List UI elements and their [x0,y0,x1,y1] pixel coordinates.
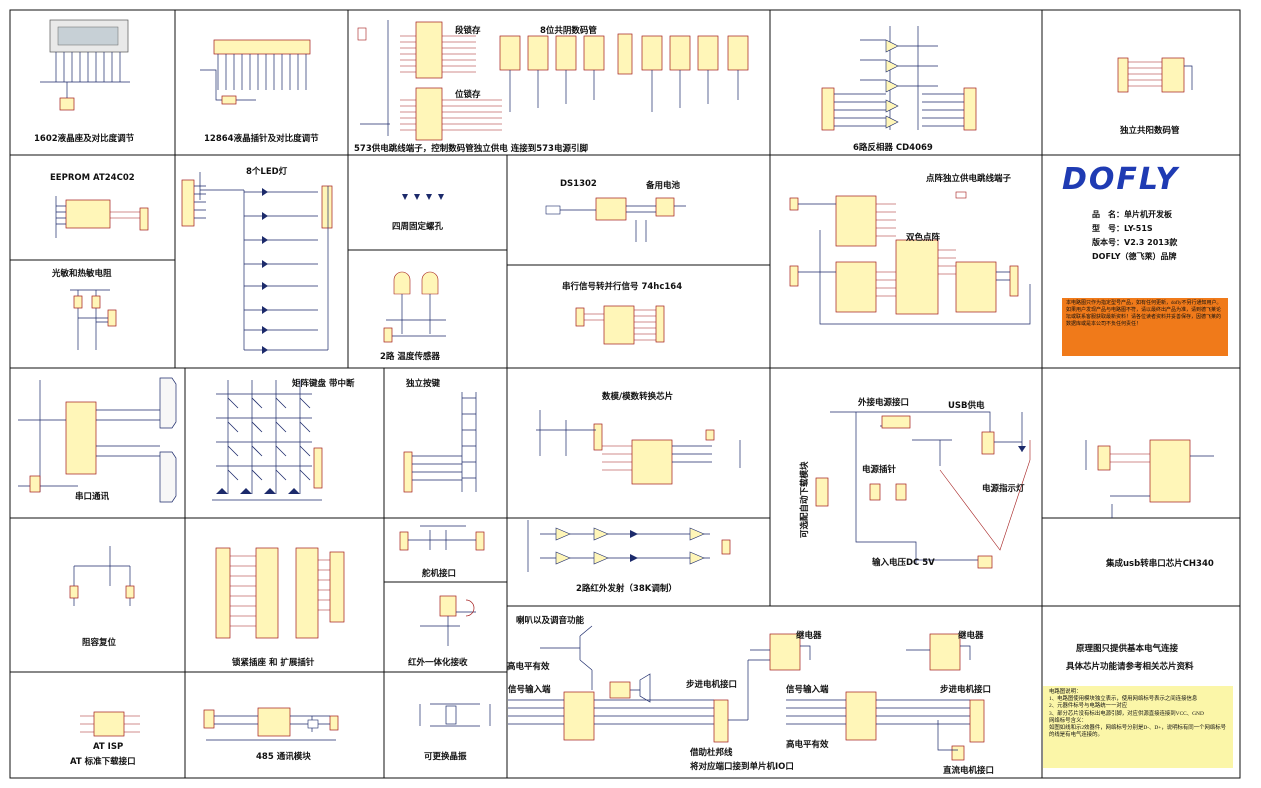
ir-send-label: 2路红外发射（38K调制） [576,584,677,594]
seg8-label: 8位共阴数码管 [540,26,597,36]
ir-recv-module [420,595,476,646]
hc573-seg-module [357,20,749,141]
ch340-label: 集成usb转串口芯片CH340 [1106,559,1214,569]
ir-send-module [527,520,731,572]
crystal-label: 可更换晶振 [424,752,467,762]
common-anode-module [1117,57,1193,93]
led8-module [181,172,333,354]
temp-sensor-label: 2路 温度传感器 [380,352,440,362]
uln2003-left [508,633,811,743]
signal-in-left: 信号输入端 [508,685,551,695]
ds1302-label: DS1302 [560,179,597,189]
indep-key-label: 独立按键 [406,379,441,389]
cd4069-label: 6路反相器 CD4069 [853,143,933,153]
relay-right: 继电器 [958,631,984,641]
update-notice: 本电路图只作为指定型号产品，如有任何更新，dofly不另行通知用户。如果用户发现… [1062,298,1228,356]
ds1302-module [545,197,686,242]
product-model: 型 号：LY-51S [1092,224,1153,233]
hc164-module [575,305,665,345]
uln2003-right [786,633,985,761]
ir-recv-label: 红外一体化接收 [408,658,468,668]
temp-sensor-module [383,271,446,343]
power-module [815,411,1031,569]
dc-input-label: 输入电压DC 5V [872,558,935,568]
photo-thermistor-label: 光敏和热敏电阻 [52,269,112,279]
power-led-label: 电源指示灯 [982,484,1025,494]
adda-module [536,410,741,485]
seg-latch-label: 段锁存 [455,26,481,36]
download-label: 可选配自动下载模块 [800,461,810,538]
buzzer-module [540,625,651,703]
dofly-logo: DOFLY [1062,162,1212,202]
rs485-label: 485 通讯模块 [256,752,311,762]
lcd1602-label: 1602液晶座及对比度调节 [34,134,135,144]
lock-socket-module [215,547,345,639]
principle-note-1: 原理图只提供基本电气连接 [1076,644,1179,654]
buzzer-label: 喇叭以及调音功能 [516,616,585,626]
principle-note-2: 具体芯片功能请参考相关芯片资料 [1066,662,1194,672]
lcd1602-module [40,19,130,111]
product-info: 品 名：单片机开发板 型 号：LY-51S 版本号：V2.3 2013款 DOF… [1092,208,1177,264]
stepper-right: 步进电机接口 [940,685,992,695]
reset-module [69,546,135,606]
digit-latch-label: 位锁存 [455,90,481,100]
crystal-module [419,703,491,727]
product-name: 品 名：单片机开发板 [1092,210,1172,219]
notes-line-1: 1、电路图使用模块独立表示，使用网络标号表示之间连接信息 [1049,696,1198,703]
dofly-logo-text: DOFLY [1062,162,1180,197]
eeprom-module [55,196,149,238]
block-grid [9,9,1241,779]
servo-label: 舵机接口 [422,569,457,579]
at-download-label: AT 标准下载接口 [70,757,136,767]
rs485-module [203,707,339,741]
dot-power-label: 点阵独立供电跳线端子 [926,174,1012,184]
at-isp-label: AT ISP [93,742,124,752]
dot-matrix-module [789,191,1031,325]
ch340-module [1085,439,1214,518]
dual-color-label: 双色点阵 [906,233,941,243]
dc-motor-label: 直流电机接口 [943,766,995,776]
circuit-notes: 电路图说明： 1、电路图使用模块独立表示，使用网络标号表示之间连接信息 2、元器… [1043,686,1233,768]
usb-power-label: USB供电 [948,401,985,411]
ext-power-label: 外接电源接口 [858,398,910,408]
cd4069-module [821,26,977,131]
adda-label: 数模/模数转换芯片 [602,392,674,402]
common-anode-label: 独立共阳数码管 [1120,126,1180,136]
reset-label: 阻容复位 [82,638,117,648]
serial-label: 串口通讯 [75,492,110,502]
isp-module [80,711,140,737]
power-pin-label: 电源插针 [862,465,897,475]
photo-thermistor-module [70,289,117,350]
high-active-right: 高电平有效 [786,740,829,750]
notes-title: 电路图说明： [1049,689,1082,695]
eeprom-label: EEPROM AT24C02 [50,173,135,183]
screw-label: 四周固定螺孔 [392,222,444,232]
notes-line-3: 3、部分芯片没有标出电源引脚，对应供源直接连接到VCC、GND [1049,710,1204,717]
screw-module [402,194,444,200]
led8-label: 8个LED灯 [246,167,288,177]
notes-line-4: 网络标号含义： [1049,717,1087,724]
jumper-note-1: 借助杜邦线 [690,748,733,758]
lcd12864-module [200,39,311,105]
matrix-key-module [212,380,323,501]
servo-module [399,525,485,551]
relay-left: 继电器 [796,631,822,641]
backup-battery-label: 备用电池 [646,181,681,191]
notes-line-2: 2、元器件标号与电路统一一对应 [1049,703,1128,710]
lcd12864-label: 12864液晶插针及对比度调节 [204,134,319,144]
jumper-note-2: 将对应端口接到单片机IO口 [690,762,794,772]
high-active-left: 高电平有效 [507,662,550,672]
lock-socket-label: 锁紧插座 和 扩展插针 [232,658,315,668]
hc573-note: 573供电跳线端子，控制数码管独立供电 连接到573电源引脚 [354,144,588,154]
indep-key-module [403,392,477,493]
notes-line-5: 如图如线和示2效器件，网络标号分别是D-、D+，说明标有同一个网络标号的线是有电… [1049,725,1227,739]
signal-in-right: 信号输入端 [786,685,829,695]
product-maker: DOFLY（德飞莱）品牌 [1092,252,1177,261]
matrix-key-label: 矩阵键盘 带中断 [292,379,355,389]
serial-module [18,377,177,503]
hc164-label: 串行信号转并行信号 74hc164 [562,282,683,292]
stepper-left: 步进电机接口 [686,680,738,690]
product-version: 版本号：V2.3 2013款 [1092,238,1178,247]
